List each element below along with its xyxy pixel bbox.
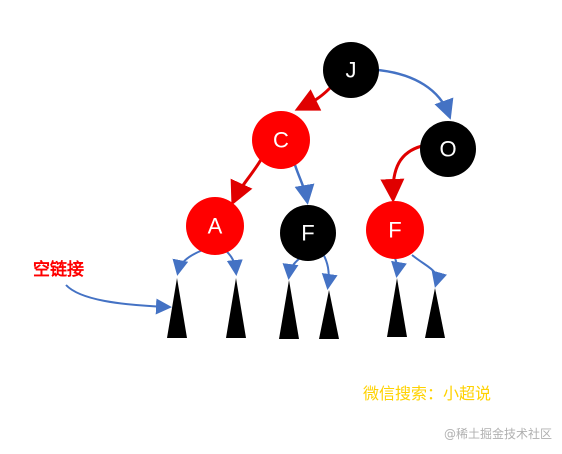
- null-link-arrows: [65, 249, 447, 315]
- node-label: A: [208, 214, 223, 239]
- tree-nodes: J C O A F F: [186, 42, 476, 261]
- node-label: J: [346, 58, 357, 83]
- juejin-watermark: @稀土掘金技术社区: [444, 426, 552, 441]
- edge-o-to-f2: [380, 144, 423, 203]
- node-label: O: [439, 137, 456, 162]
- tree-node-o: O: [420, 121, 476, 177]
- tree-edges: [230, 68, 454, 206]
- null-leaf-triangle: [425, 288, 445, 338]
- node-label: C: [273, 128, 289, 153]
- null-arrow-f2-right: [411, 254, 447, 288]
- null-leaf-triangle: [167, 278, 187, 338]
- null-arrow-f2-left: [391, 257, 407, 278]
- node-label: F: [301, 221, 314, 246]
- edge-c-to-a: [230, 157, 264, 206]
- null-arrow-a-right: [224, 249, 243, 276]
- tree-node-j: J: [323, 42, 379, 98]
- null-label-pointer-arrow: [65, 284, 172, 315]
- wechat-search-text: 微信搜索：小超说: [363, 384, 491, 403]
- node-label: F: [388, 218, 401, 243]
- edge-j-to-o: [377, 68, 454, 120]
- null-leaves: [167, 278, 445, 339]
- edge-c-to-f1: [293, 164, 315, 205]
- edge-j-to-c: [294, 86, 332, 111]
- null-leaf-triangle: [226, 278, 246, 338]
- null-link-label: 空链接: [33, 259, 84, 280]
- tree-node-a: A: [186, 197, 244, 255]
- null-leaf-triangle: [319, 290, 339, 339]
- tree-node-c: C: [252, 111, 310, 169]
- null-arrow-f1-left: [282, 257, 301, 280]
- null-arrow-a-left: [172, 249, 204, 276]
- null-leaf-triangle: [279, 280, 299, 339]
- tree-node-f-black: F: [280, 205, 336, 261]
- tree-node-f-red: F: [366, 201, 424, 259]
- null-arrow-f1-right: [321, 251, 338, 290]
- null-leaf-triangle: [387, 278, 407, 337]
